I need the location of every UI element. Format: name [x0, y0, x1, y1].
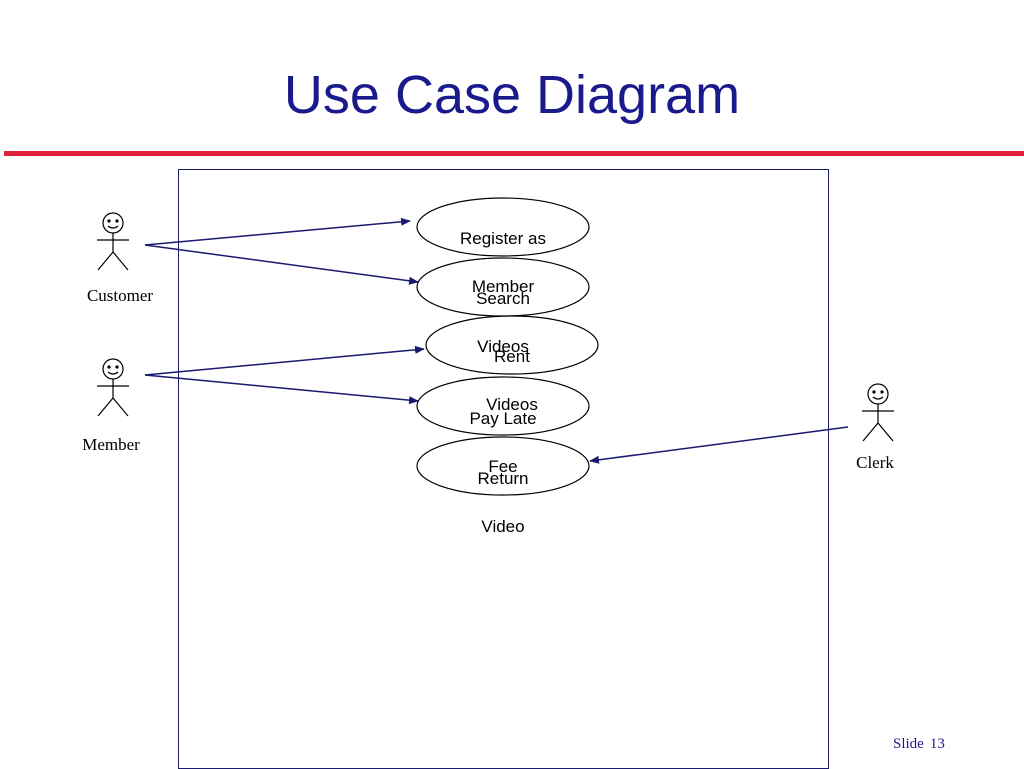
use-case-paylate-label: Pay Late Fee — [433, 383, 573, 503]
use-case-rent-label: Rent Videos — [442, 321, 582, 441]
use-case-search-line1: Search — [476, 289, 530, 308]
use-case-return-line1: Return — [477, 469, 529, 488]
use-case-return[interactable] — [416, 436, 590, 496]
use-case-rent-line1: Rent — [494, 347, 530, 366]
association-customer-search — [144, 244, 419, 285]
slide-footer-label: Slide — [893, 736, 924, 752]
slide-number: 13 — [929, 736, 945, 752]
use-case-rent-line2: Videos — [486, 395, 538, 414]
use-case-return-line2: Video — [481, 517, 525, 536]
use-case-register-line1: Register as — [460, 229, 546, 248]
use-case-register[interactable] — [416, 197, 590, 257]
actor-label-clerk: Clerk — [856, 453, 894, 472]
member-actor-icon — [97, 358, 129, 417]
use-case-search-label: Search Videos — [433, 263, 573, 383]
actor-label-customer: Customer — [86, 286, 154, 305]
customer-actor-icon — [97, 212, 129, 271]
use-case-rent[interactable] — [425, 315, 599, 375]
use-case-register-label: Register as Member — [433, 203, 573, 323]
use-case-return-label: Return Video — [433, 443, 573, 563]
association-member-paylate — [144, 374, 419, 405]
use-case-paylate[interactable] — [416, 376, 590, 436]
slide-footer: Slide 13 — [893, 736, 951, 753]
association-customer-register — [144, 217, 411, 246]
use-case-paylate-line2: Fee — [488, 457, 518, 476]
actor-label-member: Member — [82, 435, 140, 454]
page-title: Use Case Diagram — [283, 65, 741, 125]
association-clerk-return — [589, 426, 849, 464]
use-case-search-line2: Videos — [477, 337, 529, 356]
use-case-paylate-line1: Pay Late — [469, 409, 537, 428]
title-divider — [4, 151, 1024, 156]
association-member-rent — [144, 345, 425, 376]
clerk-actor-icon — [862, 383, 894, 442]
use-case-register-line2: Member — [471, 277, 535, 296]
